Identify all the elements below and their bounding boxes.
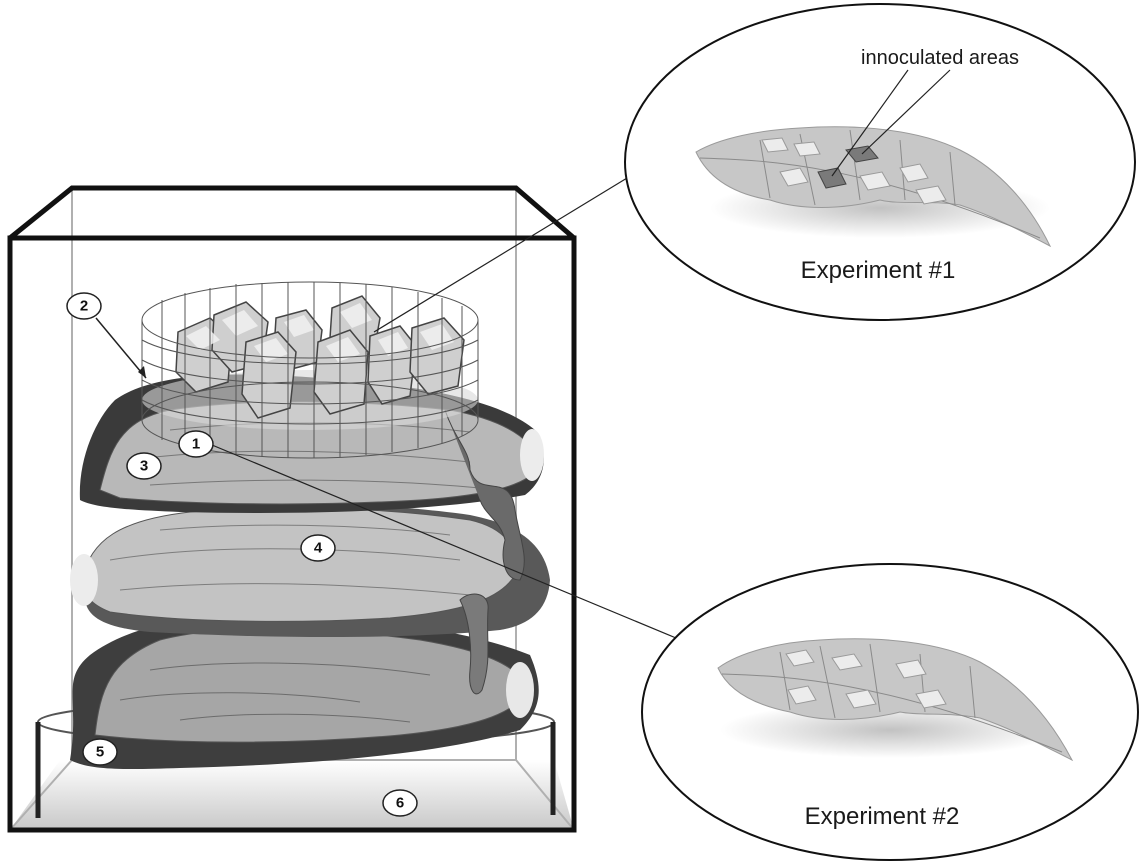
callout-1-label: 1 (192, 436, 200, 453)
leaf-bottom (70, 614, 539, 769)
callout-5: 5 (83, 739, 117, 765)
callout-2: 2 (67, 293, 101, 319)
experiment-1-label: Experiment #1 (801, 257, 956, 284)
callout-5-label: 5 (96, 744, 104, 761)
experiment-1-bubble: innoculated areas Experiment #1 (625, 4, 1135, 320)
inoculated-areas-label: innoculated areas (861, 47, 1019, 69)
callout-3: 3 (127, 453, 161, 479)
experiment-2-label: Experiment #2 (805, 803, 960, 830)
callout-3-label: 3 (140, 458, 148, 475)
callout-2-label: 2 (80, 298, 88, 315)
callout-6: 6 (383, 790, 417, 816)
connector-line-exp1 (374, 175, 632, 332)
pointer-line-2 (96, 318, 146, 378)
callout-4: 4 (301, 535, 335, 561)
leaf-stack (70, 374, 550, 769)
callout-4-label: 4 (314, 540, 323, 557)
callout-1: 1 (179, 431, 213, 457)
chamber-floor (10, 760, 574, 830)
experiment-2-bubble: Experiment #2 (642, 564, 1138, 860)
callout-6-label: 6 (396, 795, 404, 812)
